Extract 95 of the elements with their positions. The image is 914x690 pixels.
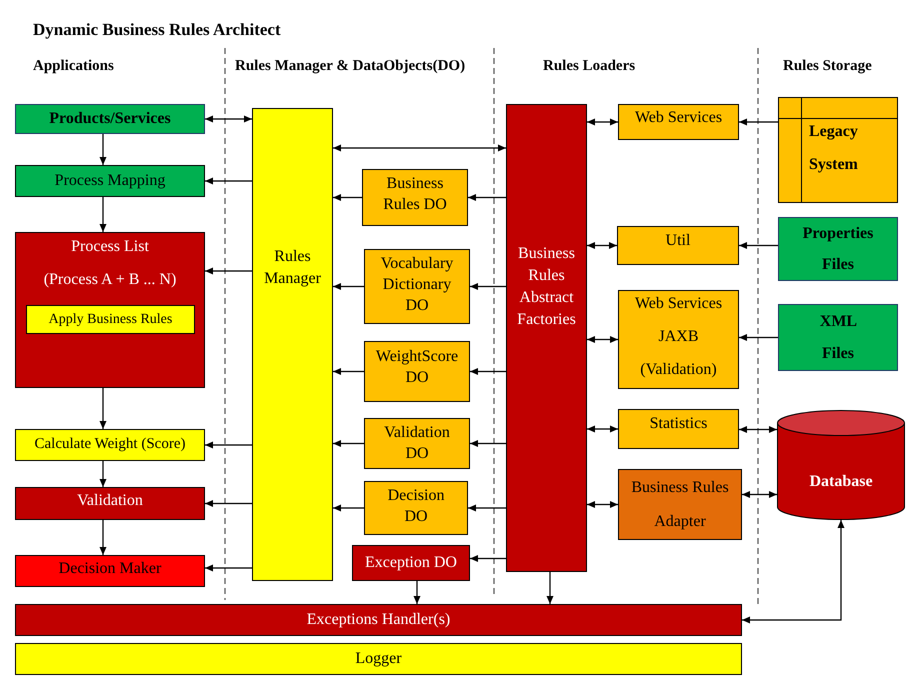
arrow <box>742 491 777 498</box>
node-label: WeightScore DO <box>376 347 458 388</box>
arrow <box>205 564 252 572</box>
arrow <box>587 426 618 432</box>
arrow <box>205 268 252 274</box>
arrow <box>470 283 506 290</box>
node-label: Rules Manager <box>264 247 321 289</box>
arrow <box>587 336 618 343</box>
arrow <box>742 520 844 624</box>
diagram-title: Dynamic Business Rules Architect <box>33 19 281 41</box>
node-label: Decision Maker <box>58 559 162 579</box>
loader-box <box>617 226 739 265</box>
node-label: JAXB <box>658 327 698 347</box>
data-object-box <box>364 341 470 402</box>
arrow <box>205 500 252 507</box>
column-heading: Rules Loaders <box>543 57 636 76</box>
file-box <box>778 304 898 371</box>
arrow <box>468 504 506 512</box>
node-label: Statistics <box>650 414 708 434</box>
node-label: Web Services <box>634 294 722 314</box>
node-label: Util <box>666 231 690 251</box>
node-label: Decision DO <box>388 486 444 527</box>
node-label: Exception DO <box>365 553 457 573</box>
storage-box <box>778 97 898 203</box>
data-object-box <box>364 249 470 324</box>
node-label: Logger <box>355 649 402 669</box>
node-label: Business Rules Adapter <box>630 478 730 532</box>
node-label: Process List <box>71 237 149 257</box>
node-label: (Validation) <box>640 360 717 380</box>
arrow <box>100 134 106 165</box>
arrow <box>100 197 106 232</box>
factory-panel <box>506 104 587 572</box>
node-label: Exceptions Handler(s) <box>306 610 450 630</box>
arrow <box>587 501 618 508</box>
arrow <box>100 520 106 555</box>
arrow <box>205 116 252 122</box>
node-label: Process Mapping <box>54 171 166 191</box>
loader-box <box>618 290 739 389</box>
process-box <box>15 232 205 388</box>
node-label: Properties Files <box>802 224 874 275</box>
arrow <box>587 242 617 249</box>
node-label: (Process A + B ... N) <box>44 270 176 290</box>
process-box <box>26 305 195 334</box>
data-object-box <box>352 545 470 581</box>
arrow <box>333 368 364 375</box>
process-box <box>15 104 205 134</box>
node-label: Business Rules DO <box>382 174 448 215</box>
process-box <box>15 429 205 461</box>
arrow <box>333 144 506 152</box>
column-heading: Rules Storage <box>783 57 872 76</box>
arrow <box>100 388 106 429</box>
arrow <box>470 555 506 562</box>
arrow <box>587 118 618 126</box>
adapter-box <box>618 469 742 540</box>
node-label: Apply Business Rules <box>48 310 172 328</box>
process-box <box>15 555 205 587</box>
loader-box <box>618 409 739 449</box>
loader-box <box>618 104 739 140</box>
arrow <box>205 442 252 448</box>
arrow <box>470 440 506 447</box>
handler-bar <box>15 604 742 636</box>
arrow <box>468 194 506 201</box>
arrow <box>739 118 778 126</box>
data-object-box <box>364 418 470 469</box>
node-label: Business Rules Abstract Factories <box>517 244 576 330</box>
node-label: Database <box>809 472 873 492</box>
manager-panel <box>252 108 333 581</box>
file-box <box>778 217 898 281</box>
arrow <box>739 334 778 341</box>
arrow <box>470 368 506 375</box>
node-label: Vocabulary Dictionary DO <box>380 254 454 316</box>
arrow <box>739 426 777 433</box>
data-object-box <box>364 481 468 535</box>
node-label: Products/Services <box>49 109 171 129</box>
arrow <box>546 572 554 604</box>
node-label: Validation <box>77 491 143 511</box>
arrow <box>739 242 778 249</box>
arrow <box>100 461 106 487</box>
arrow <box>333 194 362 201</box>
node-label: Legacy System <box>809 122 858 175</box>
process-box <box>15 487 205 520</box>
logger-bar <box>15 643 742 675</box>
column-heading: Applications <box>33 57 114 76</box>
arrow <box>333 283 364 290</box>
arrow <box>333 504 364 512</box>
node-label: Validation DO <box>384 423 450 464</box>
node-label: XML Files <box>820 312 856 364</box>
arrow <box>333 440 364 447</box>
node-label: Calculate Weight (Score) <box>34 435 186 454</box>
process-box <box>15 165 205 197</box>
arrow <box>414 581 420 604</box>
node-label: Web Services <box>634 108 722 128</box>
arrow <box>205 178 252 184</box>
column-heading: Rules Manager & DataObjects(DO) <box>235 57 466 76</box>
data-object-box <box>362 169 468 226</box>
